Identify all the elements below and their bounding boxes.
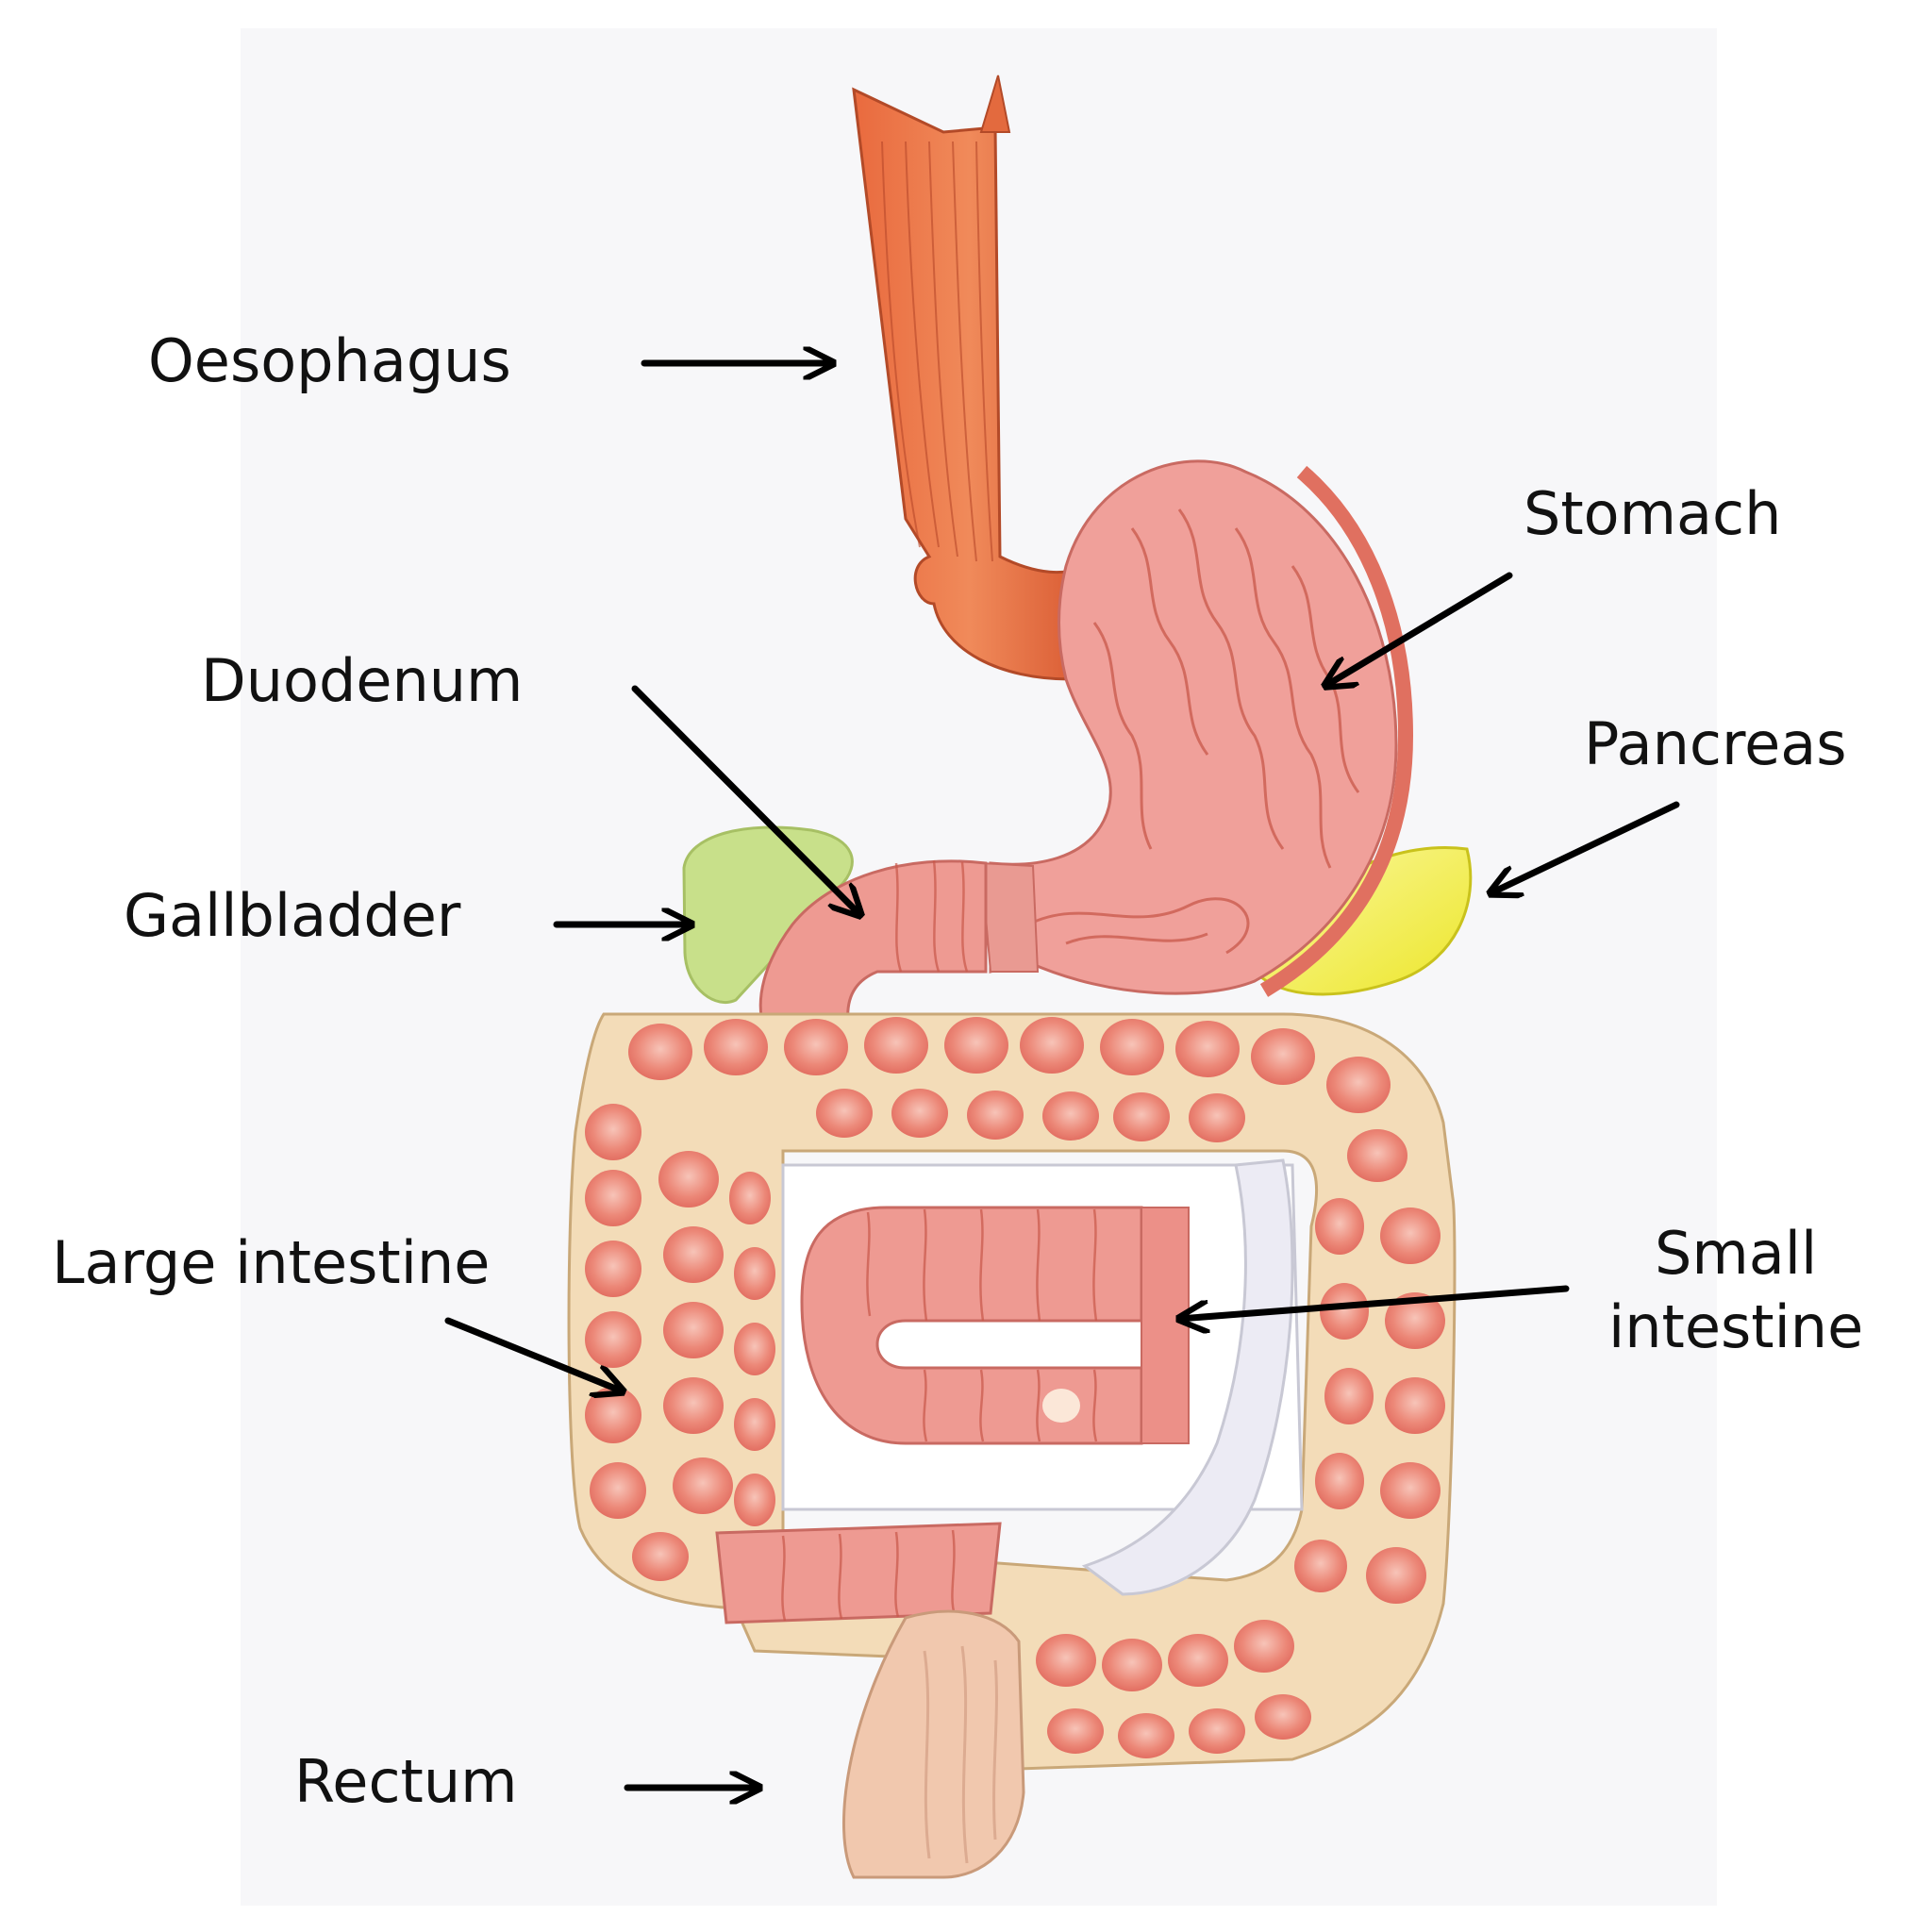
stomach-arrow [1325, 572, 1513, 686]
pancreas-arrow [1491, 801, 1680, 893]
duodenum-arrow [631, 685, 860, 915]
large-intestine-label: Large intestine [52, 1228, 491, 1297]
small-intestine-label-line1: Small [1655, 1219, 1818, 1288]
duodenum-shape [758, 859, 988, 1030]
gallbladder-label: Gallbladder [124, 881, 461, 950]
small-intestine-label-line2: intestine [1608, 1291, 1864, 1361]
small-intestine-label: Small intestine [1608, 1217, 1863, 1363]
large-intestine-arrow [444, 1317, 623, 1391]
small-intestine-arrow [1179, 1285, 1570, 1319]
rectum-label: Rectum [294, 1747, 518, 1816]
stomach-label: Stomach [1524, 479, 1782, 548]
oesophagus-shape [852, 75, 1087, 681]
small-intestine-shape [715, 1158, 1304, 1624]
oesophagus-label: Oesophagus [148, 326, 511, 395]
stomach-shape [979, 459, 1414, 997]
pancreas-label: Pancreas [1584, 709, 1847, 778]
duodenum-label: Duodenum [201, 646, 524, 715]
rectum-shape [841, 1609, 1025, 1879]
gallbladder-shape [682, 825, 854, 1005]
